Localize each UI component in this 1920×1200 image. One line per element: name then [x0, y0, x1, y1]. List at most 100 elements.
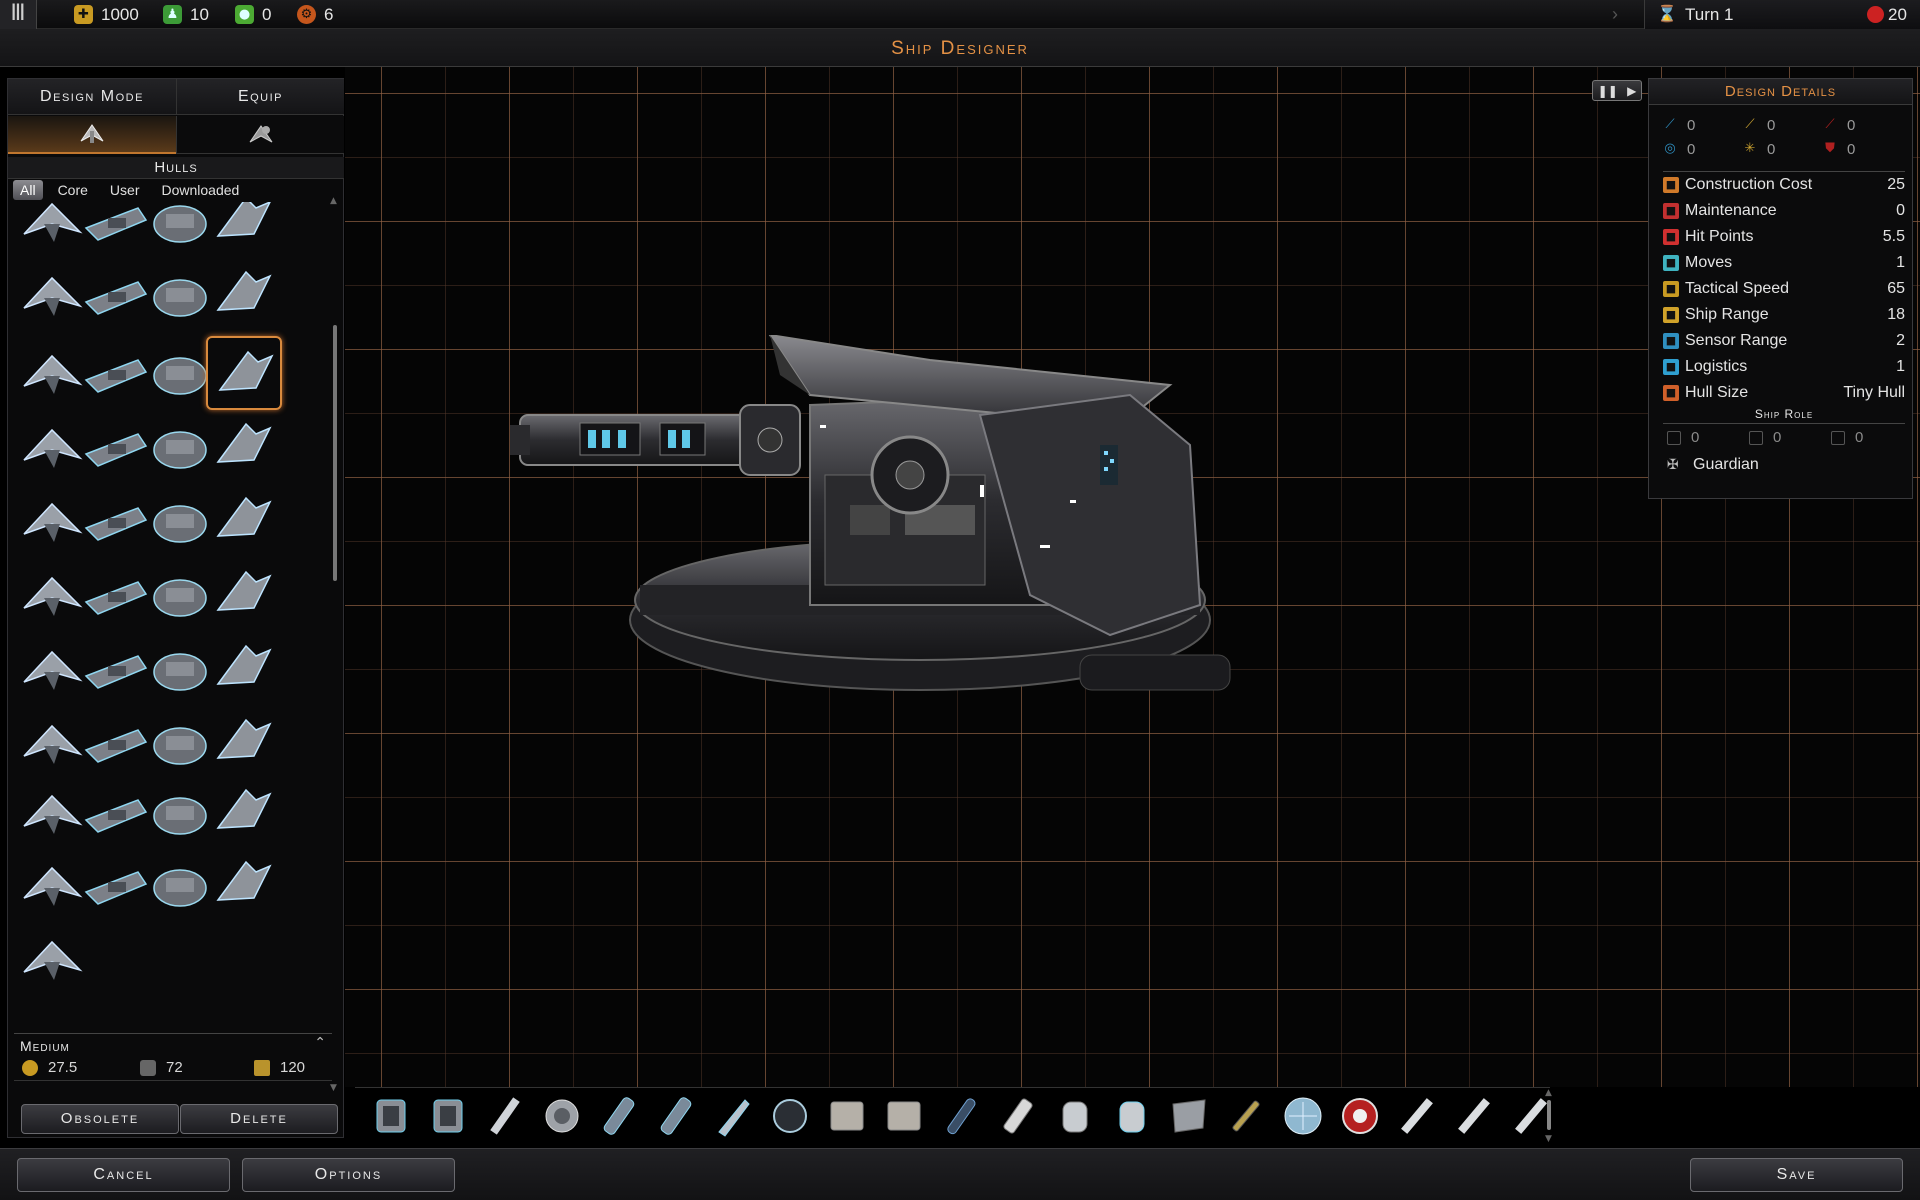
hull-thumbnail[interactable] [206, 484, 282, 558]
hull-thumbnail[interactable] [142, 258, 218, 332]
hull-thumbnail[interactable] [206, 848, 282, 922]
design-mode-button[interactable]: Design Mode [8, 79, 176, 115]
hull-size-bar[interactable]: Medium ⌃ [14, 1033, 332, 1055]
strip-scroll-down-icon[interactable]: ▼ [1545, 1134, 1552, 1144]
hull-thumbnail[interactable] [78, 848, 154, 922]
hull-thumbnail[interactable] [142, 848, 218, 922]
hull-thumbnail[interactable] [206, 202, 282, 258]
component-item[interactable] [481, 1092, 529, 1140]
role-support-stat: 0 [1749, 429, 1781, 446]
hull-thumbnail[interactable] [142, 706, 218, 780]
hull-thumbnail[interactable] [78, 706, 154, 780]
component-item[interactable] [367, 1092, 415, 1140]
hull-thumbnail[interactable] [142, 202, 218, 258]
tab-equip-mode[interactable] [176, 116, 344, 154]
hull-thumbnail[interactable] [142, 484, 218, 558]
hull-thumbnail[interactable] [206, 776, 282, 850]
filter-downloaded[interactable]: Downloaded [161, 182, 240, 198]
filter-user[interactable]: User [109, 182, 140, 198]
component-item[interactable] [652, 1092, 700, 1140]
component-icon [603, 1097, 635, 1135]
component-item[interactable] [424, 1092, 472, 1140]
turn-indicator[interactable]: ⌛ Turn 1 20 [1644, 0, 1920, 29]
cancel-button[interactable]: Cancel [17, 1158, 230, 1192]
component-item[interactable] [538, 1092, 586, 1140]
hull-thumbnail[interactable] [206, 558, 282, 632]
component-scrollbar[interactable] [1547, 1100, 1551, 1130]
hull-thumbnail[interactable] [78, 410, 154, 484]
delete-button[interactable]: Delete [180, 1104, 338, 1134]
hull-ship-icon [84, 507, 148, 541]
hull-thumbnail[interactable] [14, 558, 90, 632]
hull-thumbnail[interactable] [14, 776, 90, 850]
obsolete-button[interactable]: Obsolete [21, 1104, 179, 1134]
equip-button[interactable]: Equip [176, 79, 344, 115]
hull-thumbnail[interactable] [78, 202, 154, 258]
component-item[interactable] [709, 1092, 757, 1140]
component-item[interactable] [1507, 1092, 1555, 1140]
hull-thumbnail[interactable] [14, 202, 90, 258]
hull-thumbnail[interactable] [14, 484, 90, 558]
scroll-up-icon[interactable]: ▲ [330, 196, 337, 206]
hull-thumbnail[interactable] [142, 558, 218, 632]
caret-up-icon[interactable]: ⌃ [314, 1035, 326, 1051]
component-item[interactable] [1165, 1092, 1213, 1140]
hull-thumbnail[interactable] [14, 706, 90, 780]
role-stats: 0 0 0 [1667, 429, 1897, 449]
component-item[interactable] [994, 1092, 1042, 1140]
hull-thumbnail[interactable] [206, 258, 282, 332]
hull-thumbnail[interactable] [142, 410, 218, 484]
component-item[interactable] [1393, 1092, 1441, 1140]
filter-all[interactable]: All [13, 180, 43, 200]
hull-thumbnail[interactable] [14, 922, 90, 996]
component-item[interactable] [1279, 1092, 1327, 1140]
hull-thumbnail[interactable] [14, 410, 90, 484]
ship-model[interactable] [510, 335, 1350, 715]
scroll-down-icon[interactable]: ▼ [330, 1083, 337, 1093]
component-icon [1062, 1101, 1088, 1133]
hull-thumbnail[interactable] [142, 336, 218, 410]
hull-scrollbar[interactable] [332, 202, 338, 1122]
play-icon[interactable]: ▶ [1627, 83, 1637, 98]
component-item[interactable] [1450, 1092, 1498, 1140]
tab-hull-mode[interactable] [8, 116, 176, 154]
hull-thumbnail[interactable] [14, 258, 90, 332]
main-menu-button[interactable]: Ⅲ [0, 0, 37, 29]
component-item[interactable] [1336, 1092, 1384, 1140]
component-item[interactable] [1222, 1092, 1270, 1140]
hull-thumbnail[interactable] [78, 336, 154, 410]
hull-thumbnail[interactable] [206, 410, 282, 484]
hull-thumbnail[interactable] [78, 558, 154, 632]
ship-role[interactable]: ✠ Guardian [1667, 456, 1759, 474]
pause-icon[interactable]: ❚❚ [1597, 83, 1618, 98]
save-button[interactable]: Save [1690, 1158, 1903, 1192]
hull-thumbnail[interactable] [78, 632, 154, 706]
filter-core[interactable]: Core [57, 182, 88, 198]
hull-thumbnail[interactable] [78, 258, 154, 332]
hull-thumbnail[interactable] [206, 632, 282, 706]
stat-value: 0 [1896, 202, 1905, 219]
hull-thumbnail[interactable] [142, 776, 218, 850]
hull-thumbnail[interactable] [14, 336, 90, 410]
component-item[interactable] [766, 1092, 814, 1140]
component-item[interactable] [1051, 1092, 1099, 1140]
component-item[interactable] [937, 1092, 985, 1140]
stat-value: 65 [1887, 280, 1905, 297]
component-item[interactable] [823, 1092, 871, 1140]
hull-thumbnail[interactable] [78, 484, 154, 558]
hull-thumbnail[interactable] [14, 848, 90, 922]
chevron-right-icon[interactable]: › [1612, 4, 1618, 24]
component-item[interactable] [1108, 1092, 1156, 1140]
component-item[interactable] [880, 1092, 928, 1140]
strip-scroll-up-icon[interactable]: ▲ [1545, 1088, 1552, 1098]
component-item[interactable] [595, 1092, 643, 1140]
hull-thumbnail[interactable] [142, 632, 218, 706]
equip-mode-icon [249, 124, 272, 142]
hull-thumbnail[interactable] [78, 776, 154, 850]
hull-thumbnail[interactable] [14, 632, 90, 706]
hull-thumbnail[interactable] [206, 706, 282, 780]
options-button[interactable]: Options [242, 1158, 455, 1192]
playback-controls[interactable]: ❚❚ ▶ [1592, 80, 1642, 101]
hull-thumbnail[interactable] [206, 336, 282, 410]
cost-icon [22, 1059, 38, 1076]
